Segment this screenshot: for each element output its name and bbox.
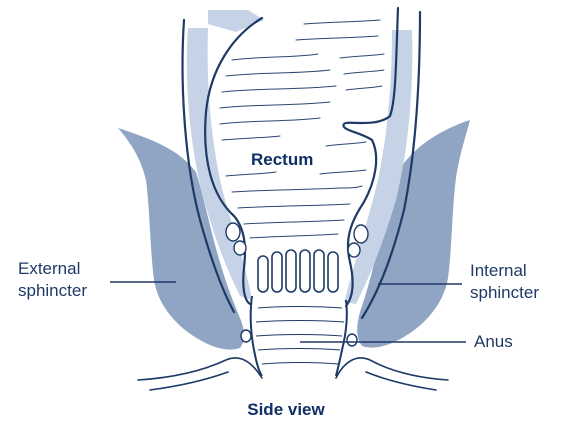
hatch-line (346, 86, 382, 90)
hatch-line (320, 170, 366, 174)
hatch-line (250, 234, 338, 238)
anal-canal-fold (256, 335, 342, 337)
skin-line-right (366, 372, 436, 390)
gland (354, 225, 368, 243)
hatch-line (226, 70, 330, 76)
gland (234, 241, 246, 255)
hatch-line (222, 86, 336, 92)
anal-column (258, 256, 268, 292)
gland (347, 334, 357, 346)
internal-sphincter-label: Internal sphincter (470, 260, 539, 304)
internal-sphincter-label-line2: sphincter (470, 282, 539, 304)
anal-columns (258, 250, 338, 292)
external-sphincter-label: External sphincter (18, 258, 87, 302)
anal-column (272, 252, 282, 292)
gland (226, 223, 240, 241)
hatch-line (232, 54, 318, 60)
skin-line-left (138, 358, 262, 380)
anal-canal-fold (262, 363, 338, 365)
internal-sphincter-label-line1: Internal (470, 260, 539, 282)
rectum-label: Rectum (251, 150, 313, 170)
skin-line-left (150, 372, 228, 390)
gland (241, 330, 251, 342)
hatch-line (226, 172, 276, 176)
hatch-line (304, 20, 380, 24)
hatch-line (326, 142, 366, 146)
anal-column (300, 250, 310, 292)
anal-canal-fold (256, 321, 344, 323)
anal-canal-fold (258, 349, 340, 351)
hatch-line (296, 36, 378, 40)
anal-column (286, 250, 296, 292)
hatch-line (340, 54, 384, 58)
hatch-line (344, 70, 384, 74)
anal-column (314, 250, 324, 292)
hatch-line (244, 220, 344, 224)
external-sphincter-label-line2: sphincter (18, 280, 87, 302)
skin-line-right (336, 358, 448, 380)
anus-label: Anus (474, 331, 513, 353)
side-view-caption: Side view (0, 400, 572, 420)
hatch-line (222, 136, 280, 140)
anal-column (328, 252, 338, 292)
hatch-line (220, 118, 320, 124)
hatch-line (238, 204, 350, 208)
mucosa-hatching (220, 20, 384, 238)
anal-canal-fold (258, 307, 342, 309)
anal-canal (251, 296, 347, 376)
hatch-line (220, 102, 330, 108)
hatch-line (232, 186, 362, 192)
external-sphincter-label-line1: External (18, 258, 87, 280)
gland (348, 243, 360, 257)
